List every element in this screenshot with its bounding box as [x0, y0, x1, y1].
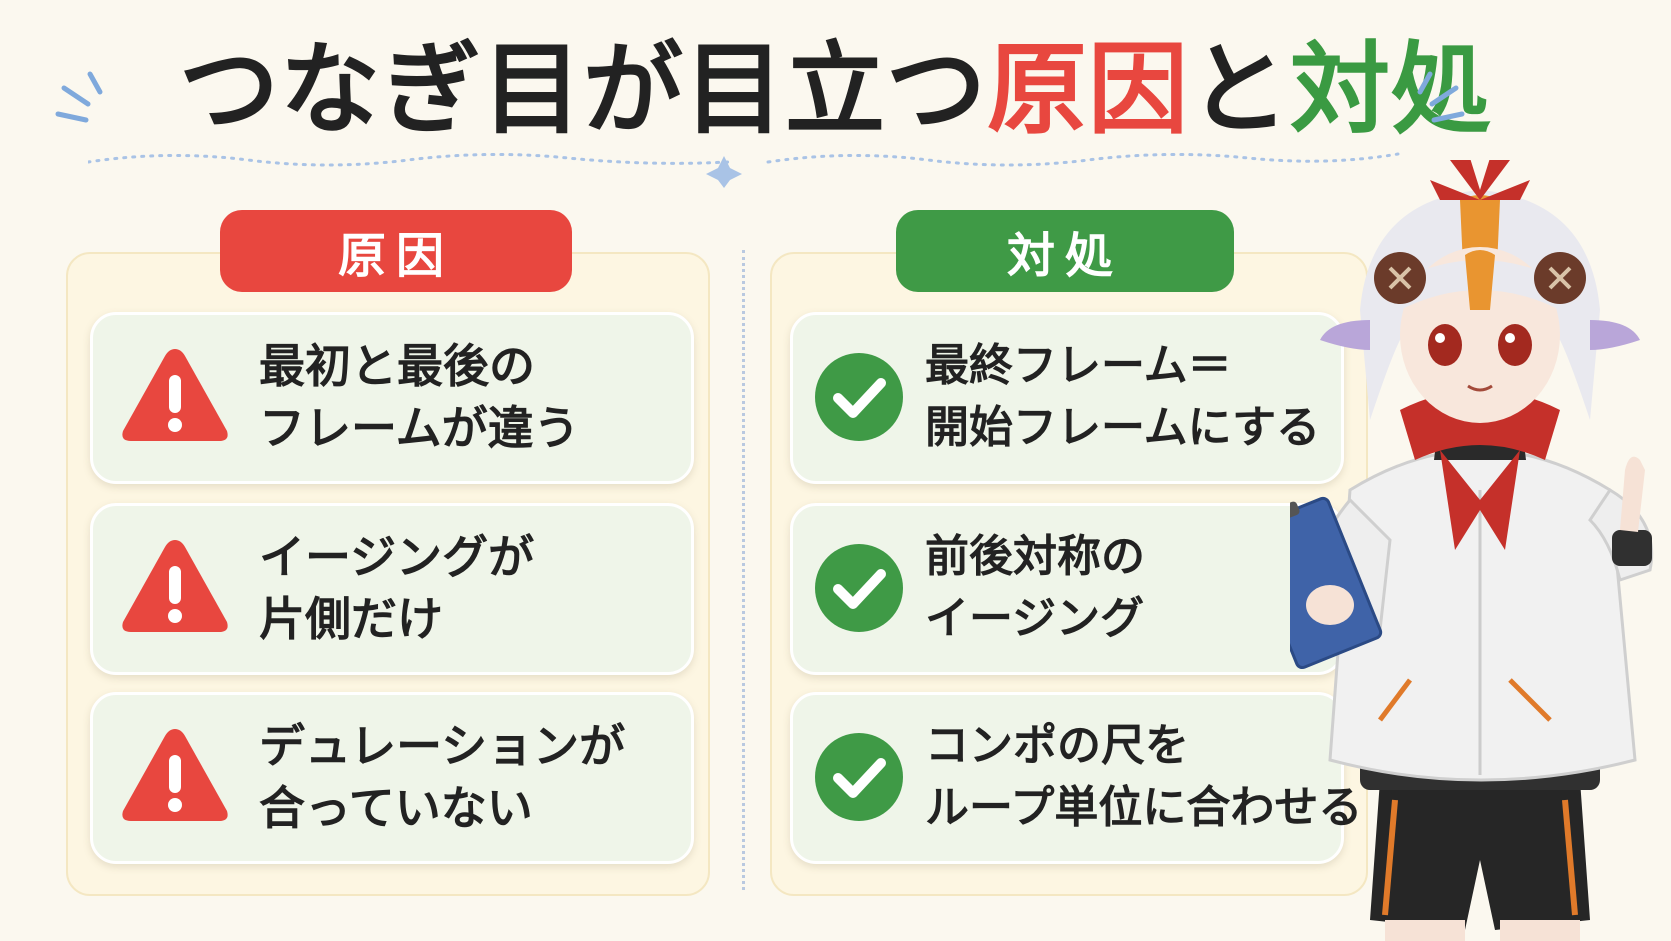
fix-text-2-line2: イージング — [925, 593, 1145, 644]
sparkle-right-icon — [1417, 71, 1465, 123]
fix-card-3: コンポの尺を ループ単位に合わせる — [790, 692, 1362, 864]
fix-card-1: 最終フレーム＝ 開始フレームにする — [790, 312, 1344, 484]
wavy-divider — [88, 152, 1400, 188]
cause-text-2-line1: イージングが — [259, 530, 535, 584]
page-title: つなぎ目が目立つ原因と対処 — [0, 40, 1671, 140]
star-icon — [706, 156, 742, 188]
check-circle-icon — [815, 353, 903, 441]
warning-triangle-icon — [122, 349, 228, 441]
fix-text-3: コンポの尺を ループ単位に合わせる — [925, 715, 1362, 839]
cause-text-3-line1: デュレーションが — [259, 719, 626, 773]
sparkle-left-icon — [55, 71, 103, 123]
title-main: つなぎ目が目立つ — [179, 31, 987, 148]
cause-header: 原因 — [220, 210, 572, 292]
cause-card-2: イージングが 片側だけ — [90, 503, 694, 675]
fix-text-3-line1: コンポの尺を — [925, 720, 1189, 771]
cause-text-1-line1: 最初と最後の — [259, 339, 535, 393]
fix-text-3-line2: ループ単位に合わせる — [925, 782, 1363, 833]
fix-text-2: 前後対称の イージング — [925, 526, 1145, 650]
fix-text-1: 最終フレーム＝ 開始フレームにする — [925, 335, 1320, 459]
title-connector: と — [1189, 31, 1290, 148]
fix-text-1-line1: 最終フレーム＝ — [925, 340, 1232, 391]
fix-text-2-line1: 前後対称の — [925, 531, 1145, 582]
check-circle-icon — [815, 544, 903, 632]
fix-header: 対処 — [896, 210, 1234, 292]
fix-card-2: 前後対称の イージング — [790, 503, 1344, 675]
cause-text-2-line2: 片側だけ — [259, 592, 443, 646]
cause-text-2: イージングが 片側だけ — [259, 526, 534, 650]
cause-text-3-line2: 合っていない — [259, 781, 533, 835]
cause-text-1-line2: フレームが違う — [259, 401, 580, 455]
warning-triangle-icon — [122, 729, 228, 821]
fix-text-1-line2: 開始フレームにする — [925, 402, 1321, 453]
cause-card-3: デュレーションが 合っていない — [90, 692, 694, 864]
center-divider — [742, 250, 745, 890]
character-illustration — [1290, 160, 1654, 941]
check-circle-icon — [815, 733, 903, 821]
cause-text-1: 最初と最後の フレームが違う — [259, 335, 580, 459]
title-cause-word: 原因 — [987, 31, 1189, 148]
cause-text-3: デュレーションが 合っていない — [259, 715, 625, 839]
warning-triangle-icon — [122, 540, 228, 632]
cause-card-1: 最初と最後の フレームが違う — [90, 312, 694, 484]
